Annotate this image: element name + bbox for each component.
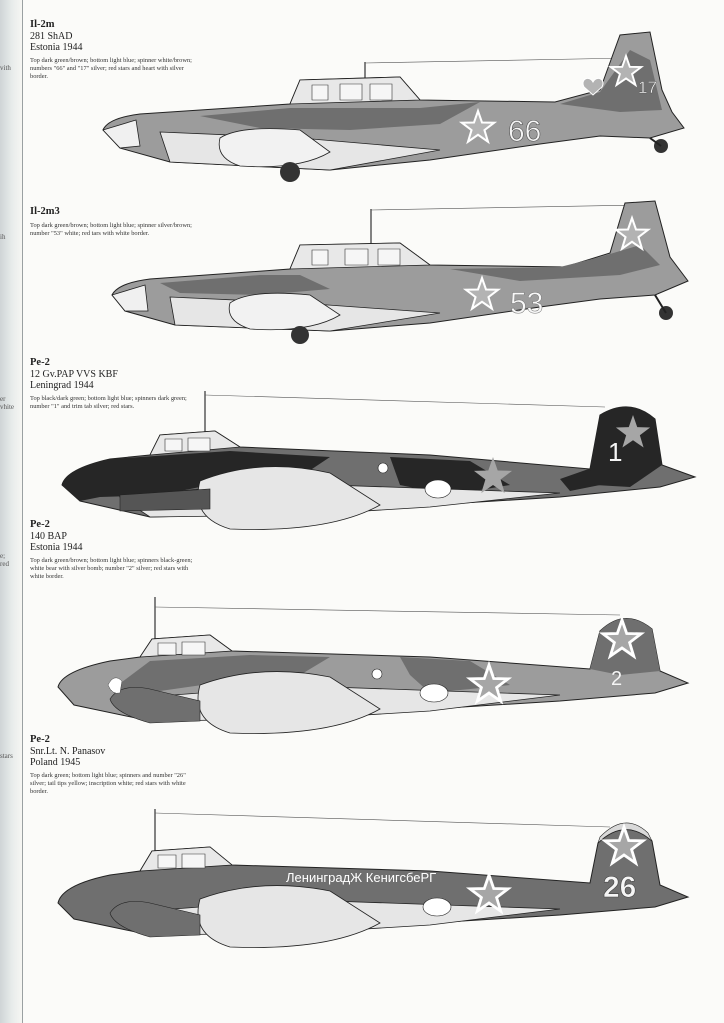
tail-number: 1 xyxy=(608,437,622,467)
pe2-leningrad-profile: 1 xyxy=(61,391,697,530)
page-gutter xyxy=(0,0,22,1023)
pe2-estonia-profile: 2 xyxy=(57,597,690,734)
fuselage-inscription: ЛенинградЖ КенигсбеРГ xyxy=(286,870,436,885)
aircraft-place: Poland 1945 xyxy=(30,757,81,768)
caption-il2m3: Il-2m3 Top dark green/brown; bottom ligh… xyxy=(30,206,200,238)
aircraft-unit: 12 Gv.PAP VVS KBF xyxy=(30,369,118,380)
gutter-fragment: vhite xyxy=(0,403,14,411)
caption-pe2-leningrad: Pe-2 12 Gv.PAP VVS KBF Leningrad 1944 To… xyxy=(30,357,200,411)
aircraft-description: Top dark green/brown; bottom light blue;… xyxy=(30,222,192,238)
aircraft-type: Pe-2 xyxy=(30,357,50,368)
aircraft-place: Estonia 1944 xyxy=(30,42,83,53)
gutter-fragment: red xyxy=(0,560,9,568)
il2m3-profile: 53 xyxy=(111,200,689,344)
aircraft-type: Il-2m xyxy=(30,19,55,30)
caption-il2m: Il-2m 281 ShAD Estonia 1944 Top dark gre… xyxy=(30,19,200,82)
aircraft-description: Top dark green/brown; bottom light blue;… xyxy=(30,557,193,581)
tail-number: 2 xyxy=(611,668,622,690)
aircraft-description: Top dark green/brown; bottom light blue;… xyxy=(30,57,192,81)
il2m-profile: 66 17 xyxy=(102,31,685,182)
aircraft-place: Leningrad 1944 xyxy=(30,380,94,391)
gutter-fragment: e; xyxy=(0,552,6,560)
gutter-fragment: stars xyxy=(0,752,13,760)
caption-pe2-poland: Pe-2 Snr.Lt. N. Panasov Poland 1945 Top … xyxy=(30,734,200,797)
aircraft-unit: 281 ShAD xyxy=(30,31,73,42)
aircraft-place: Estonia 1944 xyxy=(30,542,83,553)
gutter-fragment: vith xyxy=(0,64,11,72)
pe2-poland-profile: 26 ЛенинградЖ КенигсбеРГ xyxy=(57,809,690,948)
aircraft-type: Il-2m3 xyxy=(30,206,60,217)
aircraft-unit: Snr.Lt. N. Panasov xyxy=(30,746,106,757)
aircraft-description: Top black/dark green; bottom light blue;… xyxy=(30,395,187,411)
fuselage-number: 66 xyxy=(508,115,541,148)
gutter-fragment: er xyxy=(0,395,6,403)
aircraft-description: Top dark green; bottom light blue; spinn… xyxy=(30,772,186,796)
binding-edge xyxy=(22,0,23,1023)
caption-pe2-estonia: Pe-2 140 BAP Estonia 1944 Top dark green… xyxy=(30,519,200,582)
gutter-fragment: ih xyxy=(0,233,6,241)
aircraft-type: Pe-2 xyxy=(30,519,50,530)
fuselage-number: 53 xyxy=(510,287,543,320)
tail-number: 26 xyxy=(603,871,636,904)
tail-number: 17 xyxy=(638,78,657,97)
aircraft-unit: 140 BAP xyxy=(30,531,67,542)
aircraft-type: Pe-2 xyxy=(30,734,50,745)
